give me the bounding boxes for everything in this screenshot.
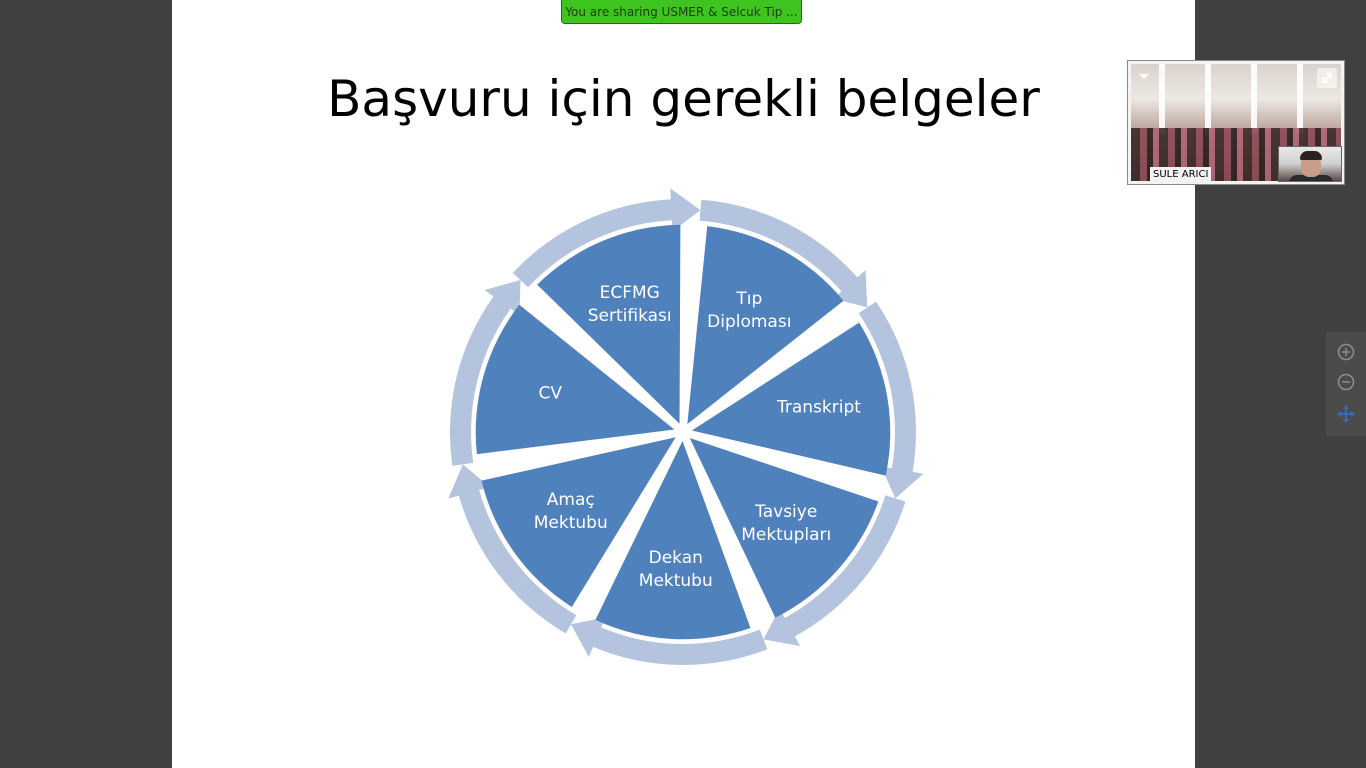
segment-label-cv: CV (538, 383, 563, 404)
segment-label-transkript: Transkript (776, 397, 861, 418)
expand-icon[interactable] (1317, 68, 1337, 88)
zoom-in-glyph (1337, 343, 1355, 361)
segment-label-ecfmg-sertifikasi: ECFMG Sertifikası (587, 282, 672, 326)
cycle-arrow (512, 188, 701, 288)
cycle-arrow (858, 301, 924, 499)
zoom-out-icon[interactable] (1336, 372, 1356, 392)
cycle-segment-tavsiye-mektuplari (689, 437, 879, 618)
segment-label-tavsiye-mektuplari: Tavsiye Mektupları (741, 501, 832, 545)
cycle-arrow-ring (448, 188, 924, 666)
cycle-segment-tip-diplomasi (687, 226, 844, 425)
zoom-in-icon[interactable] (1336, 342, 1356, 362)
segment-label-amac-mektubu: Amaç Mektubu (533, 490, 608, 534)
cycle-segment-cv (475, 304, 675, 455)
chevron-down-icon[interactable] (1139, 74, 1149, 79)
cycle-arrow (763, 495, 906, 646)
expand-icon-glyph (1322, 73, 1332, 83)
zoom-controls (1326, 332, 1366, 436)
cycle-segment-transkript (691, 322, 891, 476)
self-view-video[interactable] (1278, 146, 1342, 182)
cycle-segment-ecfmg-sertifikasi (537, 224, 681, 424)
self-view-hair (1300, 151, 1322, 160)
participant-name: SULE ARICI (1150, 167, 1212, 183)
slide-title: Başvuru için gerekli belgeler (327, 70, 1040, 128)
zoom-out-glyph (1337, 373, 1355, 391)
cycle-arrow (448, 464, 577, 634)
cycle-segment-dekan-mektubu (595, 440, 751, 640)
pan-move-icon[interactable] (1336, 404, 1356, 424)
cycle-segment-amac-mektubu (481, 437, 676, 607)
self-view-figure (1289, 175, 1333, 181)
cycle-arrow (449, 280, 521, 466)
video-panel[interactable]: SULE ARICI (1127, 60, 1345, 185)
segment-label-dekan-mektubu: Dekan Mektubu (638, 547, 713, 591)
cycle-diagram (448, 188, 924, 666)
pan-move-glyph (1337, 405, 1355, 423)
screen-share-banner[interactable]: You are sharing USMER & Selcuk Tip ... (561, 0, 802, 24)
video-background (1131, 64, 1341, 135)
cycle-arrow (699, 199, 868, 308)
cycle-arrow (571, 617, 768, 666)
shared-slide: Başvuru için gerekli belgeler Tıp Diplom… (172, 0, 1195, 768)
segment-label-tip-diplomasi: Tıp Diploması (707, 288, 792, 332)
cycle-segments (475, 224, 891, 640)
